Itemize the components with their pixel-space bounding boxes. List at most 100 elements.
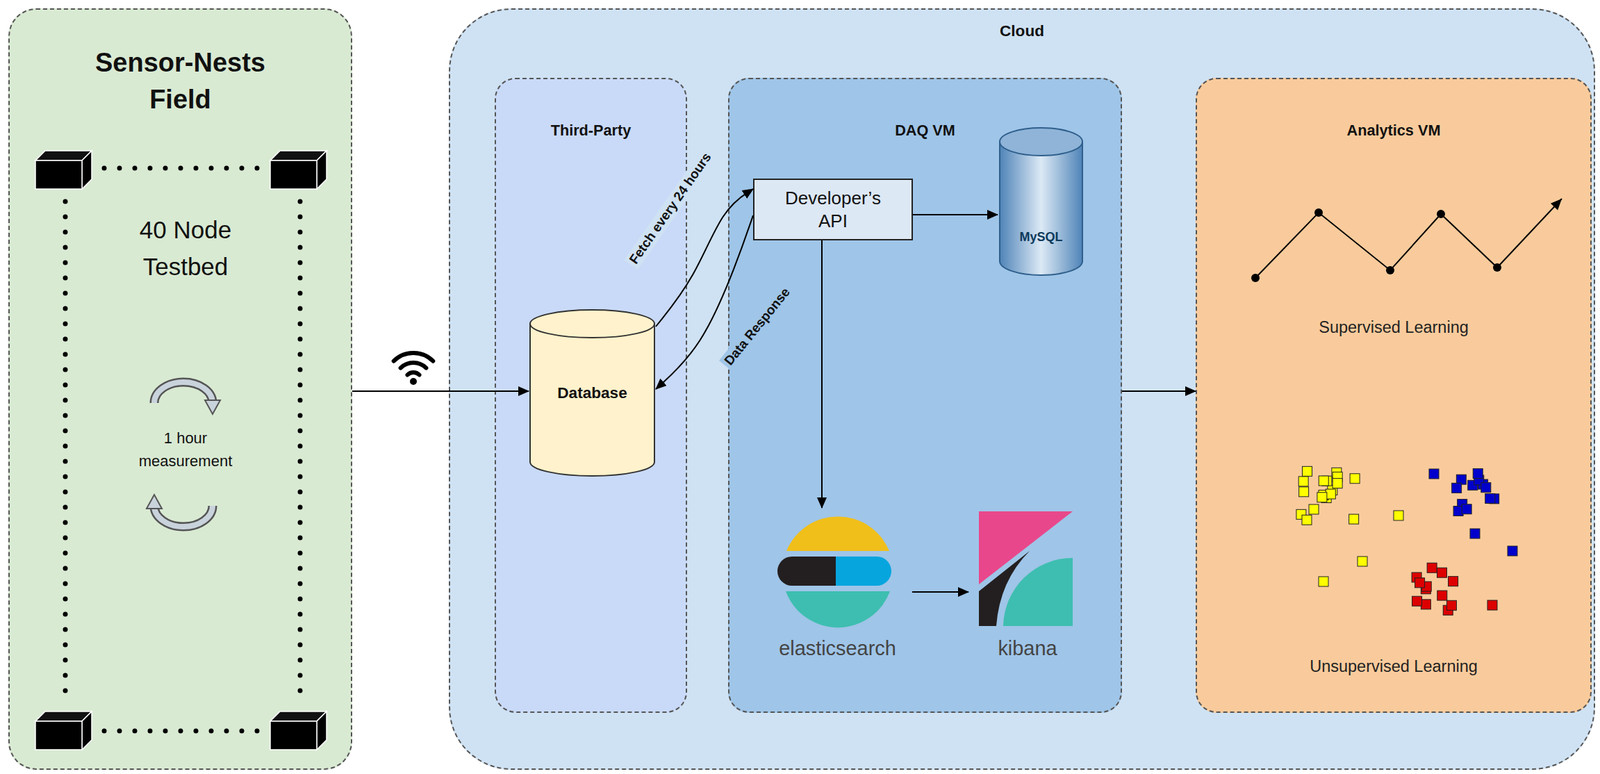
cluster-point [1427,562,1437,573]
cluster-point [1349,514,1359,524]
logo-part [835,556,892,586]
chart-caption: Supervised Learning [1197,316,1591,339]
trend-line [1255,198,1562,278]
cluster-point [1318,489,1329,500]
connector-arrow [1122,390,1196,392]
cluster-point [1437,590,1448,601]
text-slot: MySQL [997,229,1085,246]
cylinder-body [999,141,1083,276]
cluster-point [1457,499,1468,510]
illustration-part [407,372,420,376]
illustration-part [298,201,303,702]
cube-side [316,711,327,750]
cluster-point [1393,510,1404,521]
logo-part [1003,557,1073,626]
cluster-point [1507,546,1518,556]
cluster-point [1308,504,1319,515]
cluster-point [1317,492,1327,503]
mysql-database: MySQL [997,125,1085,279]
logo-part [777,556,836,586]
text-slot: Unsupervised Learning [1197,655,1591,678]
testbed-region: 40 Node Testbed 1 hour measurement [36,150,335,756]
cube-side [81,711,92,750]
field-panel: 40 Node Testbed 1 hour measurement Sensor-… [8,8,353,770]
cloud-region: Database Third-PartyDeveloper’s API MySQL e… [448,8,1596,770]
cluster-point [1420,584,1431,595]
chart-caption: Unsupervised Learning [1197,655,1591,678]
cluster-point [1421,581,1432,592]
cluster-point [1452,482,1462,493]
cluster-point [1318,475,1329,486]
api-label: Developer’s API [773,186,893,233]
cluster-point [1299,487,1309,497]
cluster-point [1436,567,1447,578]
trend-point [1436,209,1446,219]
cluster-point [1485,493,1496,503]
cluster-point [1461,504,1472,515]
trend-arrowhead [1550,198,1562,210]
cluster-point [1487,600,1498,610]
cluster-point [1429,468,1439,479]
logo-part [786,516,890,551]
cube-front [270,160,317,189]
mysql-shape [997,125,1085,279]
text-slot: Cloud [450,20,1594,41]
region-title: Cloud [450,20,1594,41]
text-slot: 1 hour measurement [36,426,335,473]
illustration-part [104,166,265,171]
cluster-point [1472,468,1483,479]
logo-label: elasticsearch [762,635,913,663]
cluster-point [1321,493,1332,503]
cube-front [270,721,317,750]
cylinder-top [530,309,655,338]
trend-point [1314,208,1323,217]
cluster-point [1481,482,1491,493]
cluster-point [1456,474,1466,485]
cluster-point [1470,528,1480,539]
daq-vm-panel: Developer’s API MySQL elasticsearch kibana D… [728,77,1123,713]
cube-side [81,150,92,189]
illustration-part [63,201,69,702]
cluster-point [1446,600,1457,610]
connector-arrow [912,591,969,593]
cluster-point [1325,489,1336,499]
dotted-border [65,168,301,731]
cluster-point [1420,599,1431,610]
node-cubes [35,150,327,750]
text-slot: Supervised Learning [1197,316,1591,339]
testbed-label: 40 Node Testbed [116,211,255,285]
supervised-chart [1251,198,1562,283]
text-slot: 40 Node Testbed [36,211,335,285]
cube-top [270,150,327,161]
logo-label: kibana [968,635,1087,663]
cluster-point [1302,466,1313,476]
kibana-logo: kibana [968,507,1087,675]
cycle-arrows [154,382,213,527]
panel-title: DAQ VM [729,120,1121,141]
cluster-point [1478,479,1489,490]
text-slot: Database [528,382,656,403]
cluster-point [1318,576,1329,587]
text-slot: DAQ VM [729,120,1121,141]
cube-side [316,150,327,189]
cluster-point [1467,480,1478,490]
cylinder-top [999,127,1083,156]
cube-top [35,150,92,161]
cluster-point [1327,484,1338,495]
panel-title: Third-Party [496,120,686,141]
cluster-point [1301,514,1312,525]
text-slot: Sensor-Nests Field [9,44,351,119]
cluster-point [1357,556,1368,567]
third-party-panel: Database Third-Party [494,77,688,713]
trend-point [1493,263,1502,272]
illustration-part [104,728,265,734]
illustration-part [154,382,213,403]
interval-label: 1 hour measurement [129,426,242,473]
text-slot: Developer’s API [754,186,912,233]
connector-arrow [352,390,529,392]
illustration-part [393,352,434,362]
text-slot: Analytics VM [1197,120,1591,141]
cluster-point [1322,475,1332,486]
cube-front [35,721,82,750]
cluster-point [1474,475,1484,485]
